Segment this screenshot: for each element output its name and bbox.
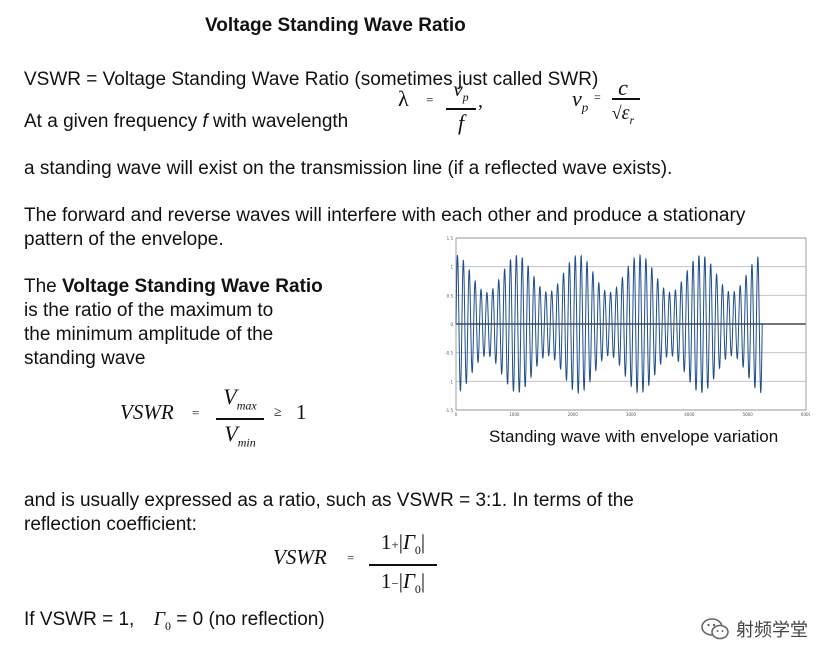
x-tick-label: 1000 xyxy=(509,412,520,417)
vswr-definition: VSWR = Voltage Standing Wave Ratio (some… xyxy=(24,69,599,90)
x-tick-label: 3000 xyxy=(626,412,637,417)
no-reflection-line: If VSWR = 1, Γ0 = 0 (no reflection) xyxy=(24,607,325,638)
frequency-symbol: f xyxy=(202,111,208,132)
equals-sign: = xyxy=(347,550,355,565)
y-tick-label: 1 xyxy=(450,265,453,270)
fraction-numerator: c xyxy=(618,75,628,100)
equation-comma: , xyxy=(478,90,483,112)
y-tick-label: -1.5 xyxy=(445,408,453,413)
phase-velocity-symbol: vp xyxy=(572,86,589,115)
equals-sign: = xyxy=(192,405,200,420)
phase-velocity-equation: vp = c √εr xyxy=(572,75,652,133)
sqrt-icon: √ xyxy=(611,102,622,123)
fraction-bar xyxy=(446,108,476,110)
phase-velocity-fraction: c √εr xyxy=(606,75,640,133)
equals-sign: = xyxy=(594,90,601,104)
ratio-line-3: the minimum amplitude of the xyxy=(24,324,274,345)
vswr-rhs: 1 xyxy=(296,400,307,424)
wechat-icon xyxy=(701,618,729,640)
y-tick-label: 1.5 xyxy=(447,236,454,241)
ratio-line-4: standing wave xyxy=(24,348,146,369)
vswr-label: VSWR xyxy=(120,400,174,424)
fraction-bar xyxy=(369,564,437,566)
plot-frame xyxy=(455,237,807,411)
y-tick-label: 0.5 xyxy=(447,293,454,298)
fraction-numerator: Vmax xyxy=(223,384,257,413)
fraction-denominator: f xyxy=(457,109,465,135)
vswr-label: VSWR xyxy=(273,545,327,569)
expressed-line-2: reflection coefficient: xyxy=(24,514,197,535)
interference-line-1: The forward and reverse waves will inter… xyxy=(24,205,746,226)
fraction-bar xyxy=(216,418,264,420)
fraction-denominator: 1−|Γ0| xyxy=(380,568,426,596)
given-frequency-text: At a given frequency f with wavelength xyxy=(24,110,348,134)
ratio-line-2: is the ratio of the maximum to xyxy=(24,300,274,321)
x-tick-label: 2000 xyxy=(568,412,579,417)
fraction-numerator: 1+|Γ0| xyxy=(380,530,426,558)
x-tick-label: 0 xyxy=(455,412,458,417)
watermark: 射频学堂 xyxy=(700,616,808,642)
page-title: Voltage Standing Wave Ratio xyxy=(205,15,466,36)
standing-wave-series xyxy=(455,253,763,395)
wavelength-fraction: vp f xyxy=(446,78,476,136)
expressed-line-1: and is usually expressed as a ratio, suc… xyxy=(24,490,634,511)
interference-line-2: pattern of the envelope. xyxy=(24,229,224,250)
vswr-reflection-equation: VSWR = 1+|Γ0| 1−|Γ0| xyxy=(273,528,453,596)
no-reflection-suffix: = 0 (no reflection) xyxy=(176,609,325,630)
equals-sign: = xyxy=(426,92,434,107)
ratio-line-1: The Voltage Standing Wave Ratio xyxy=(24,276,323,297)
wavelength-equation: λ = vp f , xyxy=(398,78,498,135)
standing-wave-text: a standing wave will exist on the transm… xyxy=(24,158,673,179)
vswr-amplitude-fraction: Vmax Vmin xyxy=(216,384,264,456)
vswr-amplitude-equation: VSWR = Vmax Vmin ≥ 1 xyxy=(120,384,320,449)
greater-equal-sign: ≥ xyxy=(274,405,282,420)
lambda-symbol: λ xyxy=(398,86,409,111)
x-tick-label: 6000 xyxy=(801,412,810,417)
chart-caption: Standing wave with envelope variation xyxy=(489,427,779,446)
y-tick-label: -1 xyxy=(449,379,453,384)
fraction-bar xyxy=(612,98,640,100)
gamma-zero-symbol: Γ0 xyxy=(153,608,172,633)
no-reflection-prefix: If VSWR = 1, xyxy=(24,609,135,630)
x-tick-label: 4000 xyxy=(684,412,695,417)
fraction-numerator: vp xyxy=(453,77,469,105)
vswr-reflection-fraction: 1+|Γ0| 1−|Γ0| xyxy=(369,528,437,604)
y-tick-label: -0.5 xyxy=(445,351,453,356)
fraction-denominator: Vmin xyxy=(224,420,256,450)
standing-wave-chart: -1.5 -1 -0.5 0 0.5 1 1.5 0 1000 2000 3000 4000 5000 6… xyxy=(445,236,810,417)
fraction-denominator: √εr xyxy=(611,101,635,127)
given-frequency-prefix: At a given frequency xyxy=(24,111,203,132)
given-frequency-suffix: with wavelength xyxy=(207,111,349,132)
ratio-bold-term: Voltage Standing Wave Ratio xyxy=(62,276,323,297)
watermark-text: 射频学堂 xyxy=(736,620,808,641)
y-tick-label: 0 xyxy=(450,322,453,327)
x-tick-label: 5000 xyxy=(743,412,754,417)
